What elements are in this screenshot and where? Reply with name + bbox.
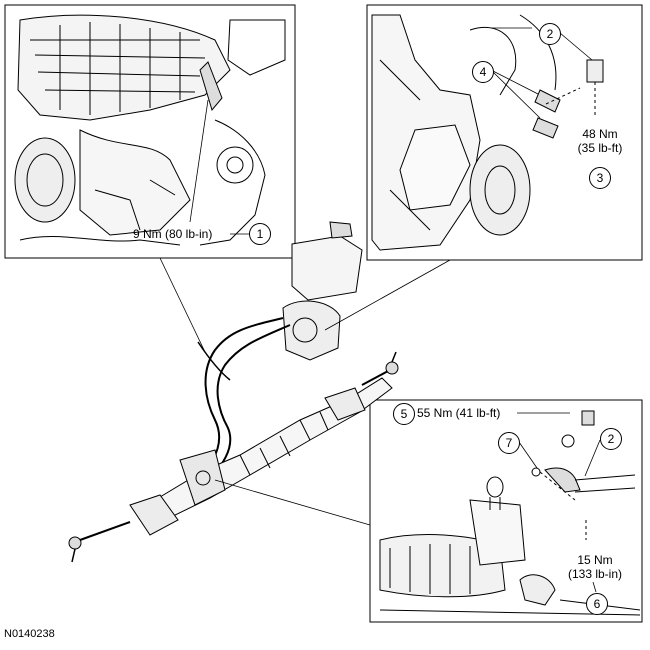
callout-4: 4 [472,61,494,83]
callout-1: 1 [249,223,271,245]
torque-label-4-value: 15 Nm [577,553,613,567]
callout-2-bottom: 2 [600,428,622,450]
torque-label-2-value: 48 Nm [582,127,618,141]
figure-id: N0140238 [4,628,55,640]
engine-bay-drawing [14,14,286,246]
pump-mount-drawing [371,14,604,251]
callout-3: 3 [589,167,611,189]
torque-label-4-imperial: (133 lb-in) [567,567,623,581]
leader-lines [159,27,601,593]
torque-label-1: 9 Nm (80 lb-in) [133,227,213,241]
callout-2-top: 2 [539,23,561,45]
torque-label-3: 55 Nm (41 lb-ft) [417,406,501,420]
torque-label-2-imperial: (35 lb-ft) [577,141,623,155]
callout-7: 7 [498,432,520,454]
gear-fitting-drawing [379,410,641,616]
callout-6: 6 [586,593,608,615]
main-assembly-drawing [68,221,399,563]
callout-5: 5 [393,403,415,425]
